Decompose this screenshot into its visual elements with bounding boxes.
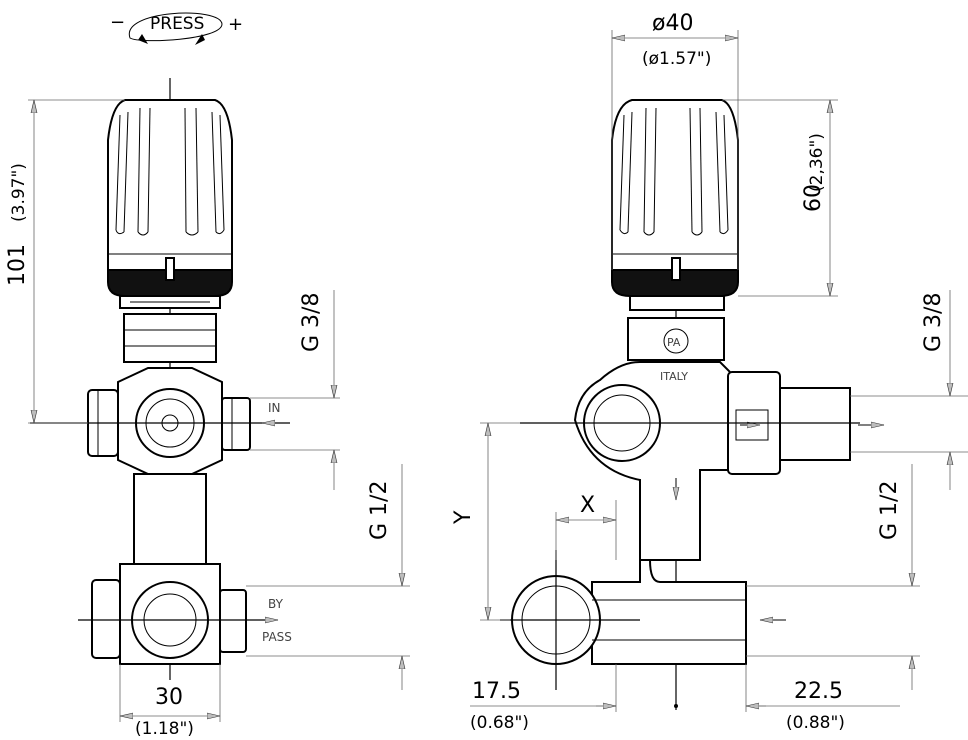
side-bypass-thread: G 1/2 [877, 481, 902, 540]
side-right-offset-inch: (0.88") [786, 713, 845, 733]
side-knob-diameter-inch: (ø1.57") [642, 49, 711, 69]
front-knob [107, 99, 233, 297]
side-dimensions: ø40 (ø1.57") 60 (2,36") G 3/8 G 1/2 Y X [451, 11, 968, 733]
front-bypass-label-1: BY [268, 597, 284, 611]
front-height-dim: 101 [5, 244, 30, 286]
side-left-offset: 17.5 [472, 679, 521, 704]
press-adjust-indicator: − PRESS + [110, 12, 243, 45]
press-plus-sign: + [228, 14, 243, 35]
front-view: IN BY PASS [30, 78, 292, 680]
side-dim-x: X [580, 493, 595, 518]
side-knob [611, 99, 739, 297]
side-knob-height: 60 [801, 184, 826, 212]
side-right-offset: 22.5 [794, 679, 843, 704]
side-knob-diameter: ø40 [652, 11, 693, 36]
front-bypass-label-2: PASS [262, 630, 292, 644]
front-height-dim-inch: (3.97") [9, 163, 29, 222]
press-minus-sign: − [110, 12, 125, 33]
side-brand-stamp: PA [667, 336, 681, 349]
side-knob-height-inch: (2,36") [807, 133, 827, 192]
side-dim-y: Y [451, 510, 476, 525]
front-inlet-label: IN [268, 401, 281, 415]
side-outlet-thread: G 3/8 [921, 293, 946, 352]
side-left-offset-inch: (0.68") [470, 713, 529, 733]
press-label: PRESS [150, 14, 204, 34]
front-width-dim-inch: (1.18") [135, 719, 194, 739]
side-origin-stamp: ITALY [660, 370, 688, 383]
front-width-dim: 30 [155, 685, 183, 710]
side-view: PA ITALY [500, 99, 884, 710]
front-inlet-thread: G 3/8 [299, 293, 324, 352]
front-bypass-thread: G 1/2 [367, 481, 392, 540]
front-dimensions: 101 (3.97") G 3/8 G 1/2 30 (1.18") [5, 99, 410, 739]
